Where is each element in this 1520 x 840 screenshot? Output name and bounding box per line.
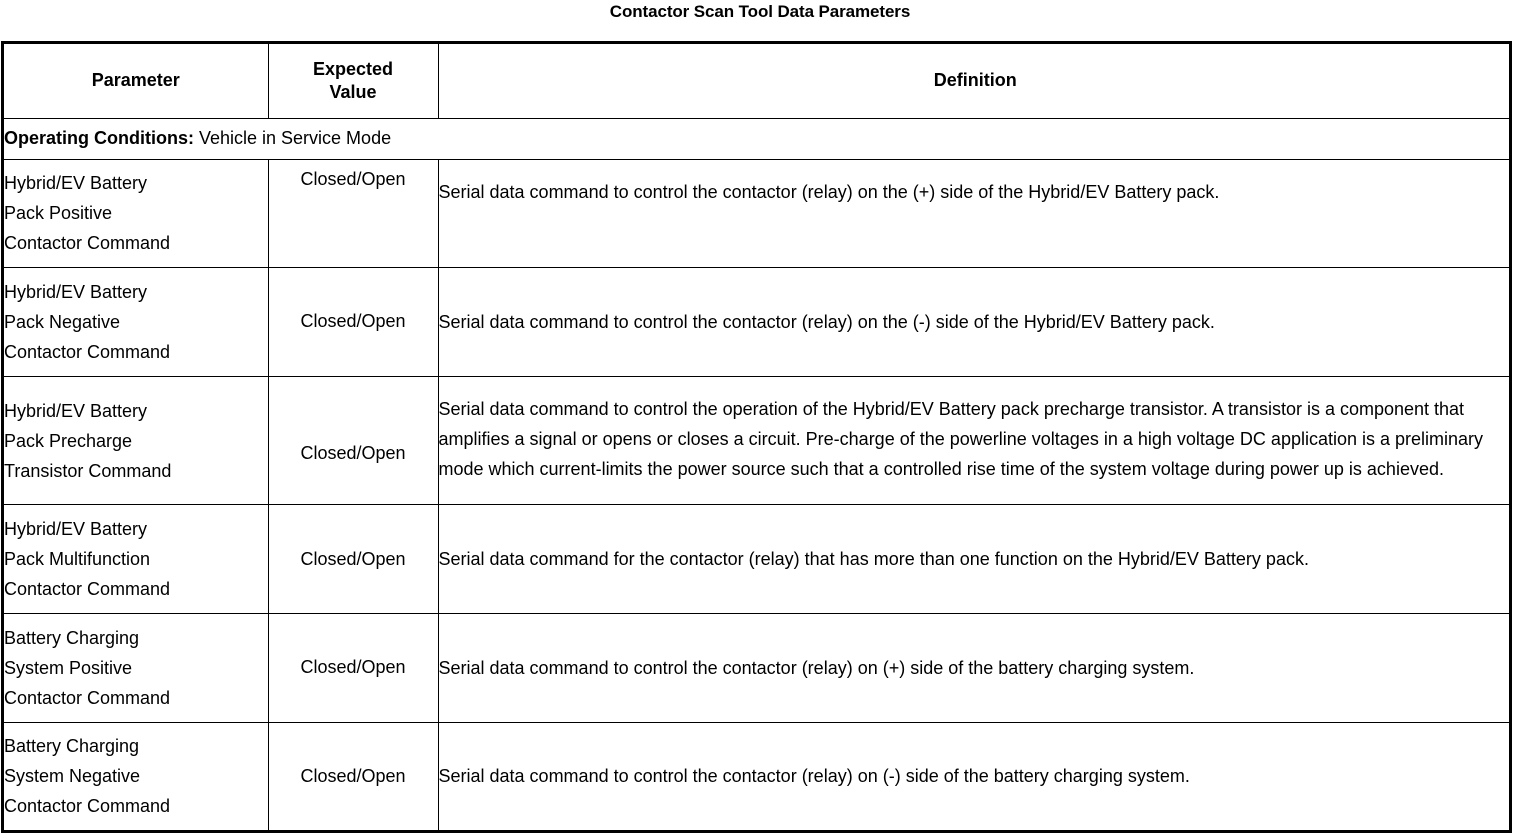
- parameter-line: Hybrid/EV Battery: [4, 519, 148, 540]
- parameters-table-container: Parameter Expected Value Definition Oper…: [1, 41, 1512, 833]
- expected-value-cell: Closed/Open: [267, 375, 439, 506]
- parameter-line: Pack Negative: [4, 311, 121, 332]
- definition-cell: Serial data command to control the conta…: [437, 267, 1512, 377]
- table-row: Battery Charging System Negative Contact…: [4, 721, 1512, 830]
- expected-value-cell: Closed/Open: [267, 504, 439, 614]
- parameters-table: Parameter Expected Value Definition Oper…: [4, 44, 1512, 830]
- table-header-row: Parameter Expected Value Definition: [4, 44, 1512, 119]
- operating-conditions-label: Operating Conditions:: [4, 128, 194, 148]
- parameter-line: Contactor Command: [4, 579, 171, 600]
- table-row: Hybrid/EV Battery Pack Positive Contacto…: [4, 158, 1512, 269]
- definition-cell: Serial data command to control the opera…: [437, 375, 1512, 506]
- parameter-cell: Hybrid/EV Battery Pack Positive Contacto…: [4, 158, 269, 269]
- column-header-expected-value: Expected Value: [267, 44, 439, 119]
- parameter-line: Battery Charging: [4, 627, 140, 648]
- expected-value-cell: Closed/Open: [267, 158, 439, 269]
- parameter-line: Contactor Command: [4, 796, 171, 817]
- parameter-line: System Negative: [4, 766, 141, 787]
- parameter-cell: Hybrid/EV Battery Pack Negative Contacto…: [4, 267, 269, 377]
- operating-conditions-value: Vehicle in Service Mode: [193, 128, 392, 148]
- operating-conditions-cell: Operating Conditions: Vehicle in Service…: [4, 117, 1512, 160]
- parameter-line: Hybrid/EV Battery: [4, 281, 148, 302]
- definition-cell: Serial data command to control the conta…: [437, 721, 1512, 830]
- parameter-line: Hybrid/EV Battery: [4, 400, 148, 421]
- parameter-line: Hybrid/EV Battery: [4, 173, 148, 194]
- parameter-line: System Positive: [4, 657, 133, 678]
- definition-cell: Serial data command to control the conta…: [437, 612, 1512, 723]
- parameter-cell: Hybrid/EV Battery Pack Multifunction Con…: [4, 504, 269, 614]
- column-header-definition: Definition: [437, 44, 1512, 119]
- operating-conditions-row: Operating Conditions: Vehicle in Service…: [4, 117, 1512, 160]
- table-row: Hybrid/EV Battery Pack Negative Contacto…: [4, 267, 1512, 377]
- parameter-line: Contactor Command: [4, 341, 171, 362]
- parameter-line: Pack Positive: [4, 203, 113, 224]
- parameter-cell: Hybrid/EV Battery Pack Precharge Transis…: [4, 375, 269, 506]
- column-header-parameter: Parameter: [4, 44, 269, 119]
- parameter-line: Transistor Command: [4, 460, 172, 481]
- parameter-cell: Battery Charging System Positive Contact…: [4, 612, 269, 723]
- page-title: Contactor Scan Tool Data Parameters: [609, 2, 911, 21]
- expected-value-cell: Closed/Open: [267, 267, 439, 377]
- table-row: Hybrid/EV Battery Pack Multifunction Con…: [4, 504, 1512, 614]
- table-row: Hybrid/EV Battery Pack Precharge Transis…: [4, 375, 1512, 506]
- column-header-expected-value-line2: Value: [329, 81, 377, 102]
- parameter-line: Battery Charging: [4, 736, 140, 757]
- table-row: Battery Charging System Positive Contact…: [4, 612, 1512, 723]
- parameter-cell: Battery Charging System Negative Contact…: [4, 721, 269, 830]
- parameter-line: Contactor Command: [4, 233, 171, 254]
- parameter-line: Pack Multifunction: [4, 549, 151, 570]
- expected-value-cell: Closed/Open: [267, 721, 439, 830]
- definition-cell: Serial data command for the contactor (r…: [437, 504, 1512, 614]
- expected-value-cell: Closed/Open: [267, 612, 439, 723]
- parameter-line: Contactor Command: [4, 687, 171, 708]
- parameter-line: Pack Precharge: [4, 430, 133, 451]
- definition-cell: Serial data command to control the conta…: [437, 158, 1512, 269]
- column-header-expected-value-line1: Expected: [312, 58, 394, 79]
